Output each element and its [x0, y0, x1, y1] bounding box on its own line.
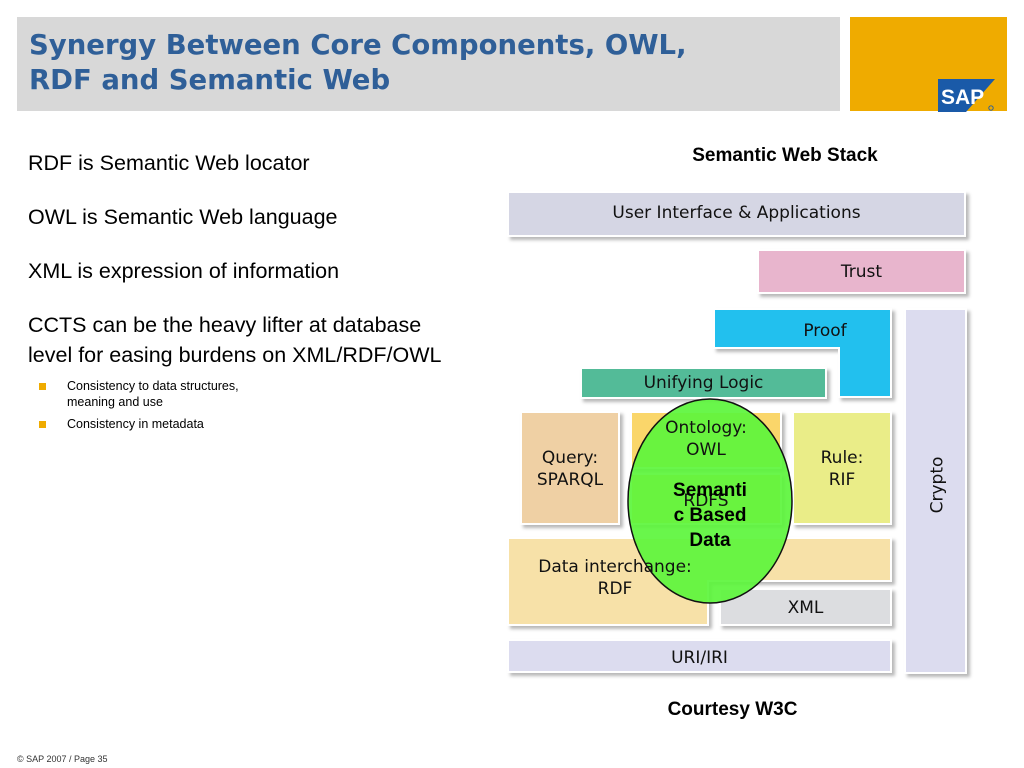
- semantic-data-label-line-3: Data: [689, 530, 731, 551]
- semantic-data-label-line-2: c Based: [673, 505, 747, 526]
- logo-box: SAP: [850, 17, 1007, 112]
- layer-uri-label: URI/IRI: [671, 648, 728, 668]
- bullet-item: CCTS can be the heavy lifter at database…: [28, 313, 442, 367]
- layer-ui-box: [507, 191, 966, 237]
- slide-footer: © SAP 2007 / Page 35: [17, 754, 108, 764]
- layer-xml-label: XML: [787, 598, 824, 618]
- sub-bullet-text: Consistency in metadata: [67, 417, 204, 431]
- layer-xml-box: [719, 588, 892, 626]
- layer-ontology-label-line-1: Ontology:: [665, 418, 747, 438]
- diagram-caption-top: Semantic Web Stack: [692, 145, 878, 166]
- semantic-data-label-line-1: Semanti: [673, 480, 747, 501]
- layer-proof-box: [713, 308, 892, 398]
- sub-bullet-text: Consistency to data structures, meaning …: [67, 379, 239, 409]
- title-bar: Synergy Between Core Components, OWL, RD…: [17, 17, 840, 111]
- layer-rule-label-line-1: Rule:: [820, 448, 864, 468]
- layer-rdfs-label: RDFS: [683, 491, 729, 511]
- slide-title-line-1: Synergy Between Core Components, OWL,: [29, 29, 687, 61]
- layer-rdf-label: Data interchange: RDF: [515, 556, 715, 600]
- sub-bullet-item: Consistency to data structures, meaning …: [28, 378, 468, 410]
- semantic-web-stack-diagram: User Interface & Applications Trust Proo…: [505, 188, 980, 685]
- layer-rdf-label-line-2: RDF: [597, 579, 633, 599]
- sub-bullet-list: Consistency to data structures, meaning …: [28, 378, 468, 432]
- layer-logic-box: [580, 367, 827, 399]
- layer-crypto-label-text: Crypto: [927, 456, 947, 514]
- square-bullet-icon: [39, 421, 46, 428]
- layer-uri-box: [507, 639, 892, 673]
- bullet-item: OWL is Semantic Web language: [28, 205, 338, 229]
- layer-rule-box: [792, 411, 892, 525]
- sub-bullet-item: Consistency in metadata: [28, 416, 468, 432]
- layer-crypto-box: [904, 308, 967, 674]
- layer-query-label-line-1: Query:: [541, 448, 599, 468]
- layer-proof-label: Proof: [803, 321, 847, 341]
- bullet-item: XML is expression of information: [28, 259, 340, 283]
- stack-graphic: [507, 191, 967, 674]
- slide-title: Synergy Between Core Components, OWL, RD…: [29, 28, 809, 98]
- bullet-list: RDF is Semantic Web locator OWL is Seman…: [28, 148, 468, 438]
- layer-ontology-label-line-2: OWL: [686, 440, 726, 460]
- layer-logic-label: Unifying Logic: [643, 373, 764, 393]
- semantic-data-label: Semanti c Based Data: [655, 478, 765, 553]
- layer-rule-label-line-2: RIF: [828, 470, 856, 490]
- layer-trust-box: [757, 249, 966, 294]
- layer-ontology-label: Ontology: OWL: [631, 417, 781, 461]
- diagram-caption-bottom: Courtesy W3C: [667, 699, 798, 720]
- bullet-item: RDF is Semantic Web locator: [28, 151, 310, 175]
- slide-title-line-2: RDF and Semantic Web: [29, 64, 391, 96]
- layer-query-label-line-2: SPARQL: [536, 470, 604, 490]
- layer-rule-label: Rule: RIF: [793, 447, 891, 491]
- layer-ui-label: User Interface & Applications: [612, 203, 861, 223]
- layer-rdf-label-line-1: Data interchange:: [538, 557, 692, 577]
- layer-crypto-label: Crypto: [908, 450, 966, 520]
- sap-logo-icon: SAP: [938, 79, 995, 112]
- sap-logo-text: SAP: [941, 86, 984, 109]
- layer-query-box: [520, 411, 620, 525]
- layer-query-label: Query: SPARQL: [521, 447, 619, 491]
- square-bullet-icon: [39, 383, 46, 390]
- layer-trust-label: Trust: [840, 262, 883, 282]
- semantic-data-ellipse: [627, 398, 793, 604]
